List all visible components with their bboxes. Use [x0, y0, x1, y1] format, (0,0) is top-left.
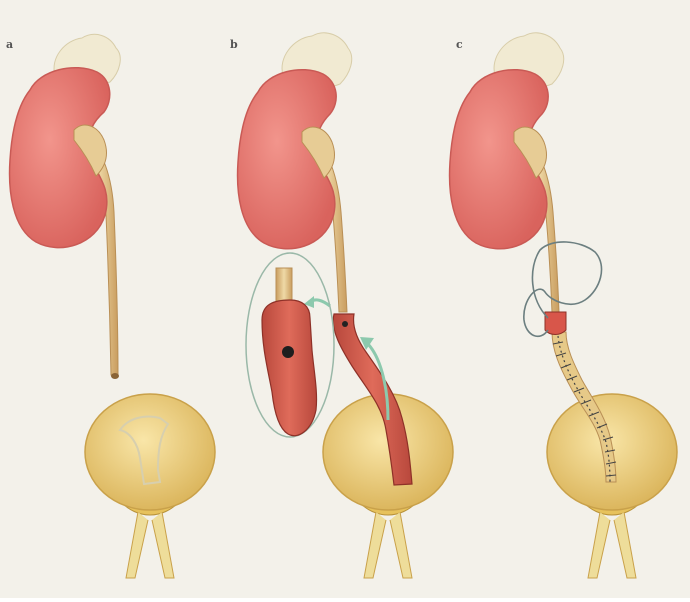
panel-label-b: b	[230, 38, 238, 51]
ureteral-orifice	[342, 321, 348, 327]
panel-label-a: a	[6, 38, 13, 51]
ureter-cut-end	[111, 373, 119, 379]
panel-label-c: c	[456, 38, 463, 51]
inset-orifice	[282, 346, 294, 358]
